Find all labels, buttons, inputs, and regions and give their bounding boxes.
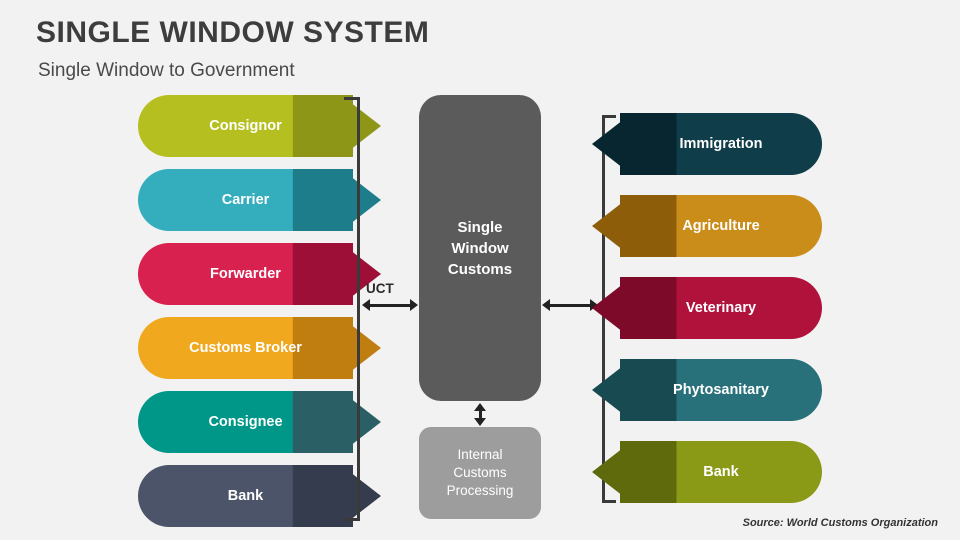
- center-line-2: Window: [451, 239, 509, 257]
- left-stakeholder-forwarder[interactable]: Forwarder: [138, 243, 381, 305]
- right-agency-label: Veterinary: [685, 300, 757, 316]
- left-stakeholder-label: Consignor: [209, 118, 282, 134]
- right-agency-veterinary[interactable]: Veterinary: [592, 277, 822, 339]
- left-stakeholder-customs-broker[interactable]: Customs Broker: [138, 317, 381, 379]
- page-title: SINGLE WINDOW SYSTEM: [36, 16, 430, 49]
- right-agency-label: Phytosanitary: [673, 382, 769, 398]
- right-agency-phytosanitary[interactable]: Phytosanitary: [592, 359, 822, 421]
- left-stakeholder-label: Forwarder: [210, 266, 281, 282]
- center-line-1: Single: [457, 218, 503, 236]
- single-window-customs-box: Single Window Customs: [419, 95, 541, 401]
- processing-line-2: Customs: [453, 464, 507, 480]
- center-line-3: Customs: [447, 260, 513, 278]
- center-to-right-arrow: [542, 297, 598, 313]
- processing-line-1: Internal: [457, 446, 503, 462]
- left-to-center-arrow: [362, 297, 418, 313]
- source-note: Source: World Customs Organization: [742, 517, 938, 529]
- internal-customs-processing-box: Internal Customs Processing: [419, 427, 541, 519]
- left-stakeholder-label: Consignee: [208, 414, 283, 430]
- right-agency-label: Bank: [703, 464, 739, 480]
- right-agency-agriculture[interactable]: Agriculture: [592, 195, 822, 257]
- right-agency-bank[interactable]: Bank: [592, 441, 822, 503]
- page-subtitle: Single Window to Government: [38, 60, 295, 81]
- processing-line-3: Processing: [446, 483, 514, 499]
- left-stakeholder-carrier[interactable]: Carrier: [138, 169, 381, 231]
- left-stakeholder-label: Customs Broker: [189, 340, 302, 356]
- right-agency-label: Agriculture: [682, 218, 760, 234]
- right-agency-label: Immigration: [679, 136, 763, 152]
- left-stakeholder-label: Carrier: [221, 192, 270, 208]
- uct-label: UCT: [366, 281, 394, 296]
- left-stakeholder-consignee[interactable]: Consignee: [138, 391, 381, 453]
- right-agency-immigration[interactable]: Immigration: [592, 113, 822, 175]
- left-stakeholder-label: Bank: [227, 488, 264, 504]
- left-stakeholder-consignor[interactable]: Consignor: [138, 95, 381, 157]
- center-to-processing-arrow: [472, 403, 488, 426]
- left-bracket: [344, 97, 360, 521]
- left-stakeholder-bank[interactable]: Bank: [138, 465, 381, 527]
